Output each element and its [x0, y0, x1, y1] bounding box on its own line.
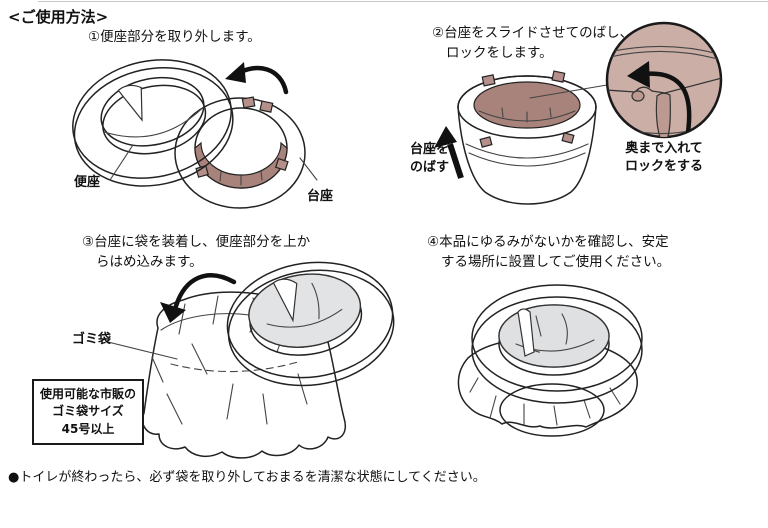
- bag-size-line1: 使用可能な市販の: [39, 387, 136, 401]
- garbage-bag-label: ゴミ袋: [72, 332, 112, 347]
- lock-rotate-arrow-icon: [640, 71, 692, 135]
- lock-note-line2: ロックをする: [624, 158, 703, 174]
- step2-caption-line2: ロックをします。: [446, 45, 553, 61]
- assembled-potty-shape: [457, 284, 643, 437]
- place-down-arrow-icon: [160, 273, 237, 323]
- step4-caption-line2: する場所に設置してご使用ください。: [441, 254, 671, 270]
- step2-illustration: [434, 21, 723, 205]
- lock-nub-shape: [631, 90, 645, 102]
- lock-detail-circle: [605, 21, 723, 139]
- extend-base-label: 台座を のばす: [410, 141, 449, 176]
- bag-size-note-box: 使用可能な市販の ゴミ袋サイズ 45号以上: [32, 379, 144, 446]
- seat-leader-line: [109, 144, 134, 181]
- rotate-arrow-icon: [225, 62, 289, 95]
- base-label: 台座: [307, 189, 334, 204]
- bag-leader-line: [107, 341, 178, 360]
- extend-base-label-line1: 台座を: [410, 142, 450, 157]
- detail-connector-line: [529, 84, 608, 99]
- toilet-seat-shape: [72, 59, 234, 187]
- step1-caption: ①便座部分を取り外します。: [88, 29, 261, 45]
- bag-size-line2: ゴミ袋サイズ: [52, 404, 124, 419]
- step3-caption-line1: ③台座に袋を装着し、便座部分を上か: [82, 234, 311, 250]
- step1-illustration: [72, 59, 318, 209]
- lock-note-label: 奥まで入れて ロックをする: [599, 140, 729, 175]
- bag-size-line3: 45号以上: [61, 421, 115, 436]
- step4-illustration: [457, 284, 643, 437]
- lock-tab-shape: [655, 92, 671, 137]
- step3-caption-line2: らはめ込みます。: [96, 254, 203, 270]
- step2-caption-line1: ②台座をスライドさせてのばし、: [432, 25, 634, 41]
- footer-note: ●トイレが終わったら、必ず袋を取り外しておまるを清潔な状態にしてください。: [8, 470, 486, 485]
- base-ring-shape: [174, 96, 306, 209]
- seat-label: 便座: [74, 175, 101, 190]
- extended-base-shape: [457, 70, 597, 205]
- page-title: <ご使用方法>: [8, 8, 109, 26]
- lock-note-line1: 奥まで入れて: [625, 141, 703, 156]
- top-divider: [38, 1, 768, 2]
- extend-up-arrow-icon: [434, 126, 464, 179]
- extend-base-label-line2: のばす: [410, 159, 450, 175]
- step4-caption-line1: ④本品にゆるみがないかを確認し、安定: [427, 234, 669, 250]
- base-bottom-shape: [499, 383, 605, 437]
- step3-illustration: [107, 261, 395, 459]
- toilet-seat-shape: [226, 261, 395, 387]
- base-leader-line: [299, 157, 318, 181]
